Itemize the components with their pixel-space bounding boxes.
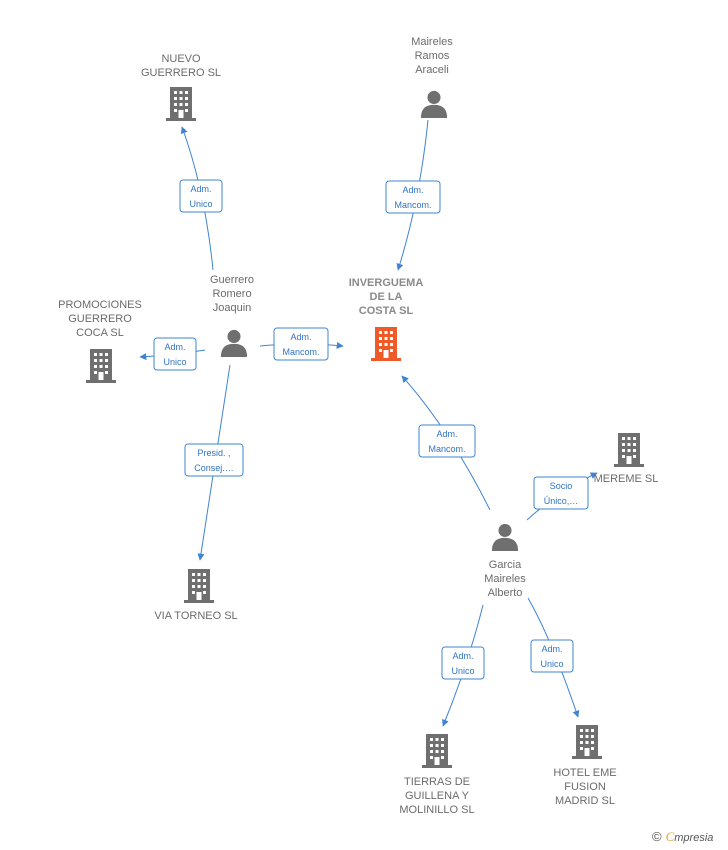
node-label-line: MOLINILLO SL <box>399 804 474 816</box>
node-inverguema[interactable]: INVERGUEMA DE LA COSTA SL <box>349 277 424 361</box>
building-icon <box>184 569 214 603</box>
edge-label-box[interactable] <box>273 327 329 361</box>
edge-label-line: Adm. <box>436 429 457 439</box>
node-label-line: COSTA SL <box>359 305 414 317</box>
person-icon <box>220 329 248 357</box>
edge-maireles-to-inverguema: Adm. Mancom. <box>385 119 441 271</box>
edge-guerrero-to-nuevo: Adm. Unico <box>179 126 223 271</box>
node-label-line: Araceli <box>415 64 449 76</box>
node-label-line: TIERRAS DE <box>404 776 470 788</box>
edge-label-line: Socio <box>550 481 573 491</box>
person-icon <box>420 90 448 118</box>
node-mereme[interactable]: MEREME SL <box>594 433 659 485</box>
node-label-line: Garcia <box>489 559 522 571</box>
node-label-line: GUERRERO <box>68 313 132 325</box>
edge-label-box[interactable] <box>153 337 197 371</box>
node-label-line: Guerrero <box>210 274 254 286</box>
node-label-line: Ramos <box>415 50 450 62</box>
edge-label-line: Adm. <box>402 185 423 195</box>
node-label-line: COCA SL <box>76 327 124 339</box>
copyright-icon: © <box>652 829 662 844</box>
building-icon <box>614 433 644 467</box>
building-icon <box>422 734 452 768</box>
edge-label-line: Adm. <box>290 332 311 342</box>
edge-label-line: Unico <box>189 199 212 209</box>
edge-label-line: Unico <box>163 357 186 367</box>
edge-garcia-to-tierras: Adm. Unico <box>441 604 485 727</box>
edge-label-box[interactable] <box>530 639 574 673</box>
edge-guerrero-to-via: Presid. , Consej.… <box>184 364 244 561</box>
node-label-line: PROMOCIONES <box>58 299 142 311</box>
node-label-line: FUSION <box>564 781 606 793</box>
edge-label-line: Unico <box>451 666 474 676</box>
edge-label-line: Adm. <box>541 644 562 654</box>
node-label-line: Joaquin <box>213 302 252 314</box>
edge-label-box[interactable] <box>533 476 589 510</box>
node-label-line: VIA TORNEO SL <box>154 610 237 622</box>
node-label-line: GUERRERO SL <box>141 67 221 79</box>
edge-label-line: Mancom. <box>428 444 465 454</box>
edge-label-box[interactable] <box>385 180 441 214</box>
edges-layer: Adm.UnicoAdm.Mancom.Adm.Mancom.Adm.Unico… <box>139 119 598 727</box>
node-label-line: Romero <box>212 288 251 300</box>
edge-label-line: Presid. , <box>197 448 230 458</box>
node-label-line: INVERGUEMA <box>349 277 424 289</box>
node-via[interactable]: VIA TORNEO SL <box>154 569 238 622</box>
edge-label-box[interactable] <box>441 646 485 680</box>
edge-label-line: Unico <box>540 659 563 669</box>
node-label-line: GUILLENA Y <box>405 790 470 802</box>
building-icon <box>371 327 401 361</box>
edge-guerrero-to-inverguema: Adm. Mancom. <box>259 327 344 361</box>
node-label-line: DE LA <box>370 291 403 303</box>
edge-label-line: Único,… <box>544 496 579 506</box>
edge-garcia-to-mereme: SocioÚnico,… <box>526 472 598 521</box>
node-nuevo[interactable]: NUEVO GUERRERO SL <box>141 53 221 121</box>
node-promociones[interactable]: PROMOCIONES GUERRERO COCA SL <box>58 299 142 383</box>
node-tierras[interactable]: TIERRAS DE GUILLENA Y MOLINILLO SL <box>399 734 475 816</box>
building-icon <box>166 87 196 121</box>
edge-label-line: Mancom. <box>394 200 431 210</box>
edge-label-line: Adm. <box>190 184 211 194</box>
brand-logo[interactable]: Cmpresia <box>665 829 714 844</box>
edge-label-line: Adm. <box>452 651 473 661</box>
edge-label-line: Consej.… <box>194 463 234 473</box>
node-label-line: Maireles <box>484 573 526 585</box>
node-label-line: MEREME SL <box>594 473 659 485</box>
building-icon <box>86 349 116 383</box>
footer: ©Cmpresia <box>652 829 713 845</box>
edge-garcia-to-inverguema: Adm. Mancom. <box>401 375 491 511</box>
person-icon <box>491 523 519 551</box>
building-icon <box>572 725 602 759</box>
node-hotel[interactable]: HOTEL EME FUSION MADRID SL <box>553 725 617 807</box>
edge-label-box[interactable] <box>418 424 476 458</box>
node-label-line: Alberto <box>488 587 523 599</box>
node-label-line: Maireles <box>411 36 453 48</box>
nodes-layer: INVERGUEMA DE LA COSTA SL NUEVO GUERRERO SL M… <box>58 36 658 816</box>
edge-label-box[interactable] <box>184 443 244 477</box>
edge-garcia-to-hotel: Adm. Unico <box>527 597 580 718</box>
edge-label-box[interactable] <box>179 179 223 213</box>
edge-label-line: Adm. <box>164 342 185 352</box>
node-label-line: HOTEL EME <box>553 767 616 779</box>
node-label-line: MADRID SL <box>555 795 615 807</box>
edge-label-line: Mancom. <box>282 347 319 357</box>
edge-guerrero-to-promociones: Adm. Unico <box>139 337 206 371</box>
node-label-line: NUEVO <box>161 53 201 65</box>
